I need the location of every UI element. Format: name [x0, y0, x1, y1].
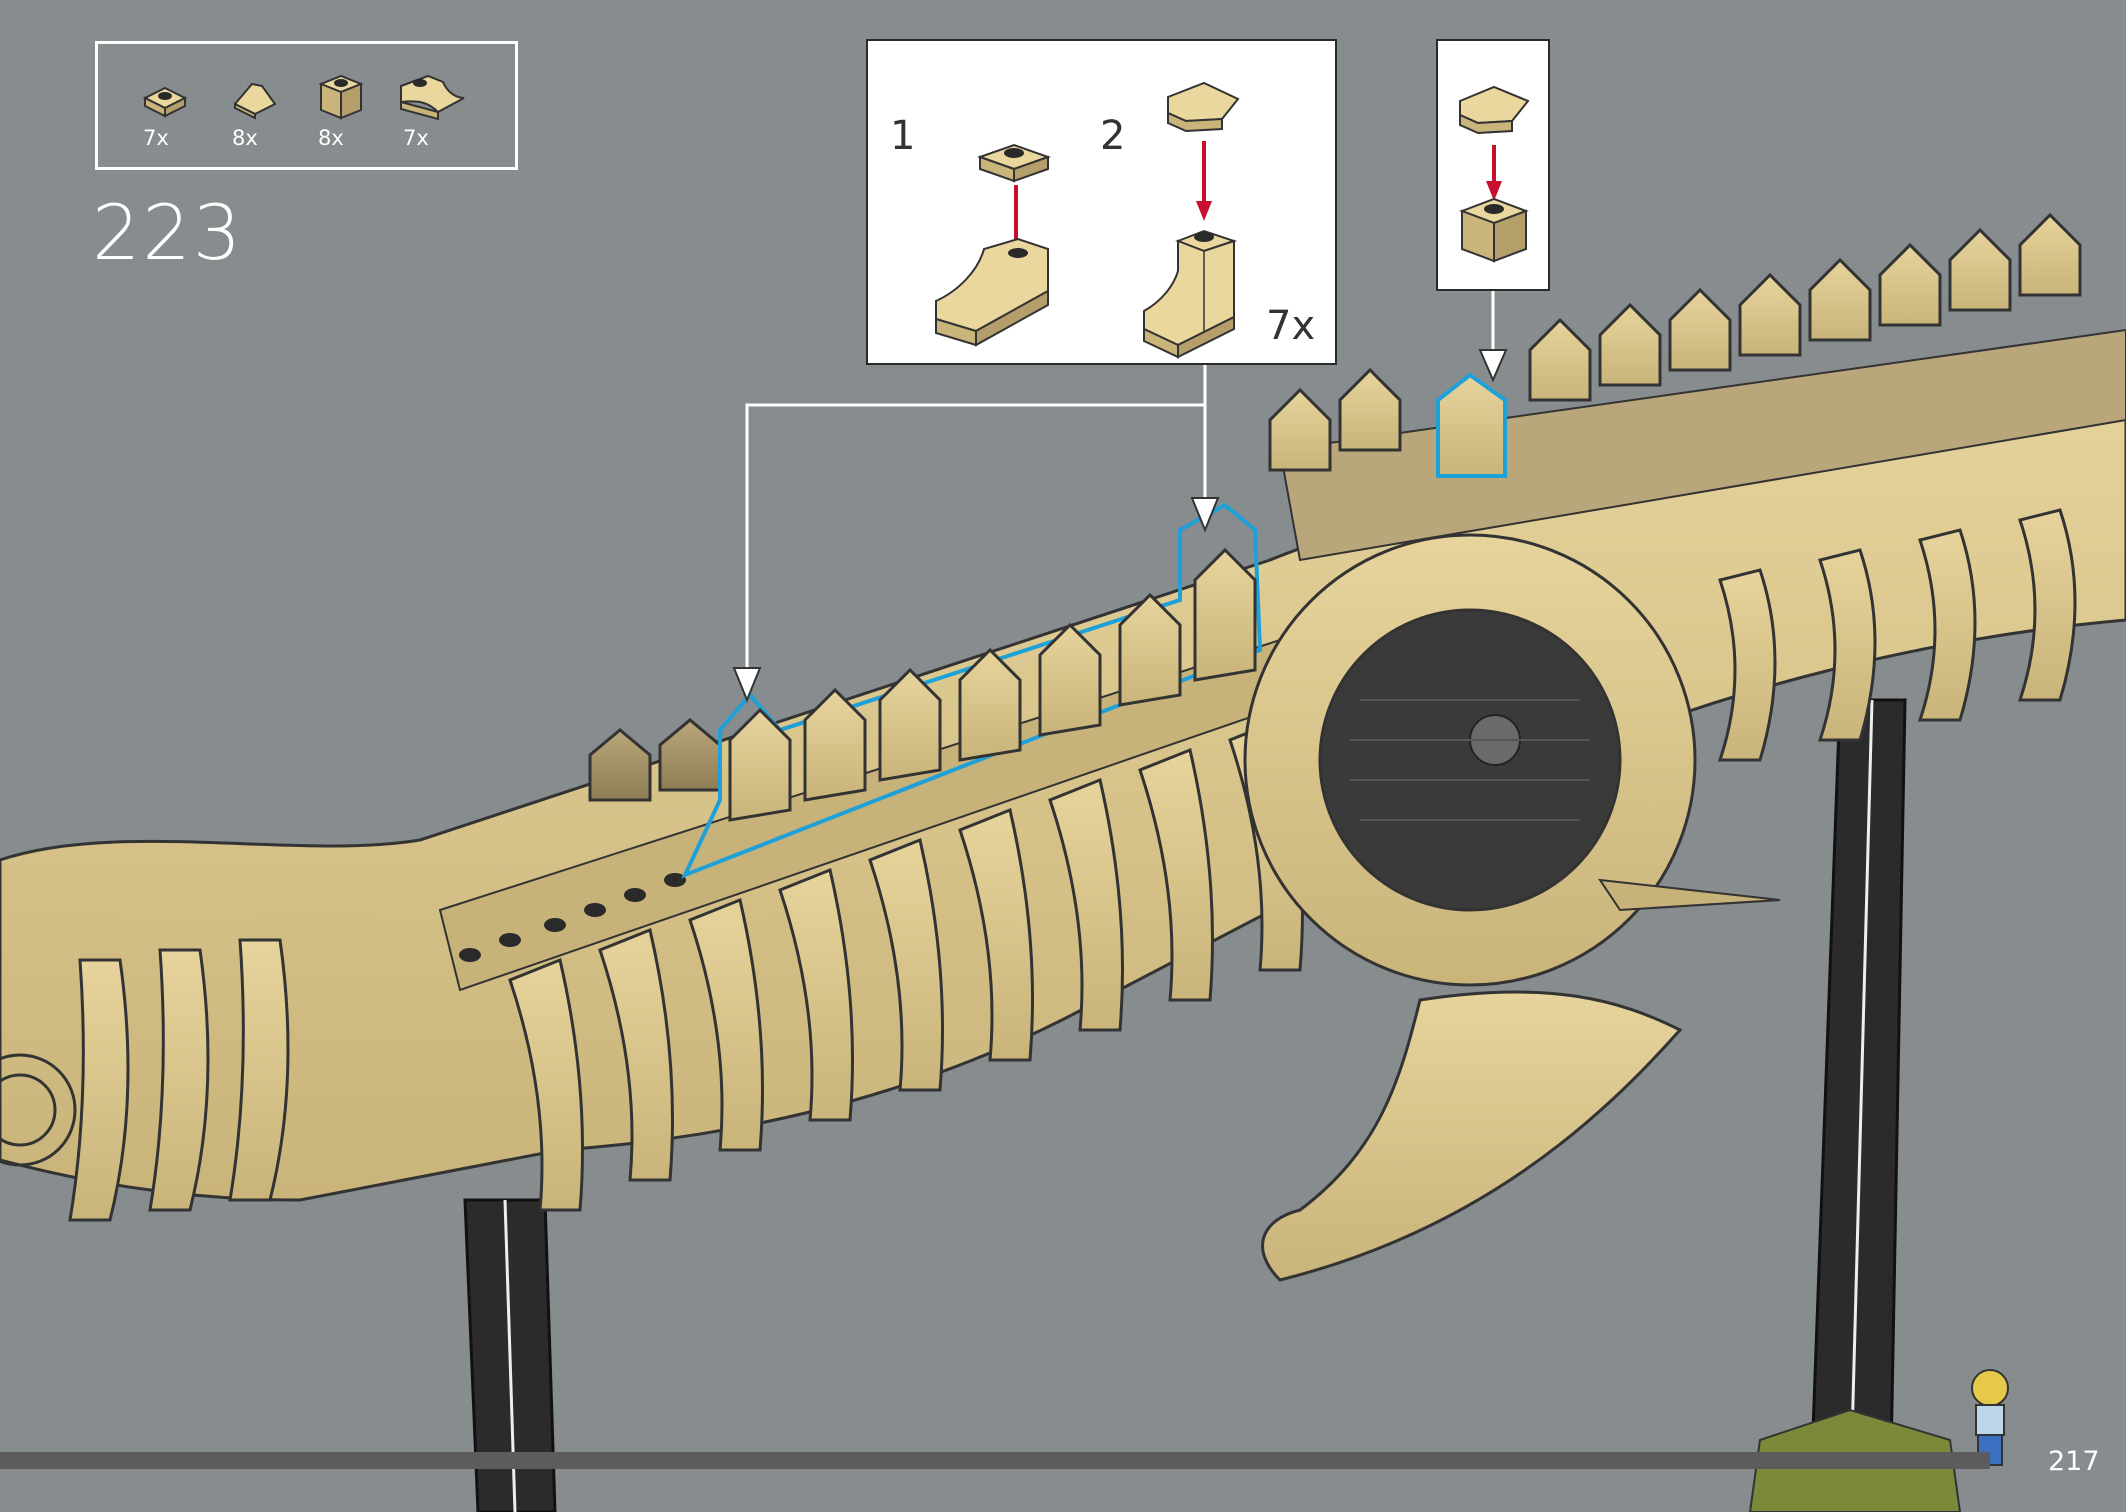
new-spine-row: [681, 372, 1507, 879]
part-quantity: 8x: [318, 126, 344, 150]
build-multiplier: 7x: [1266, 303, 1316, 349]
sub-step-number: 2: [1100, 113, 1126, 159]
minifigure-icon: [1971, 1369, 2009, 1466]
round-plate-icon: [142, 86, 188, 118]
curved-slope-icon: [400, 74, 465, 121]
existing-spines: [588, 212, 2082, 802]
single-part-callout: [1436, 39, 1550, 291]
part-quantity: 7x: [403, 126, 429, 150]
display-stand: [463, 698, 1907, 1512]
part-quantity: 8x: [232, 126, 258, 150]
sub-step-1-diagram: [935, 143, 1052, 347]
sub-step-number: 1: [890, 113, 916, 159]
slope-icon: [233, 82, 277, 120]
page-number: 217: [2048, 1446, 2100, 1477]
sub-step-2-diagram: [1143, 81, 1240, 359]
progress-bar: [0, 1452, 1990, 1469]
step-number: 223: [92, 188, 244, 277]
model-body: [0, 328, 2126, 1282]
parts-list: 7x 8x 8x 7x: [95, 41, 518, 170]
sub-assembly-callout: 1 2 7x: [866, 39, 1337, 365]
part-quantity: 7x: [143, 126, 169, 150]
brick-icon: [318, 74, 364, 120]
single-part-diagram: [1459, 85, 1530, 263]
